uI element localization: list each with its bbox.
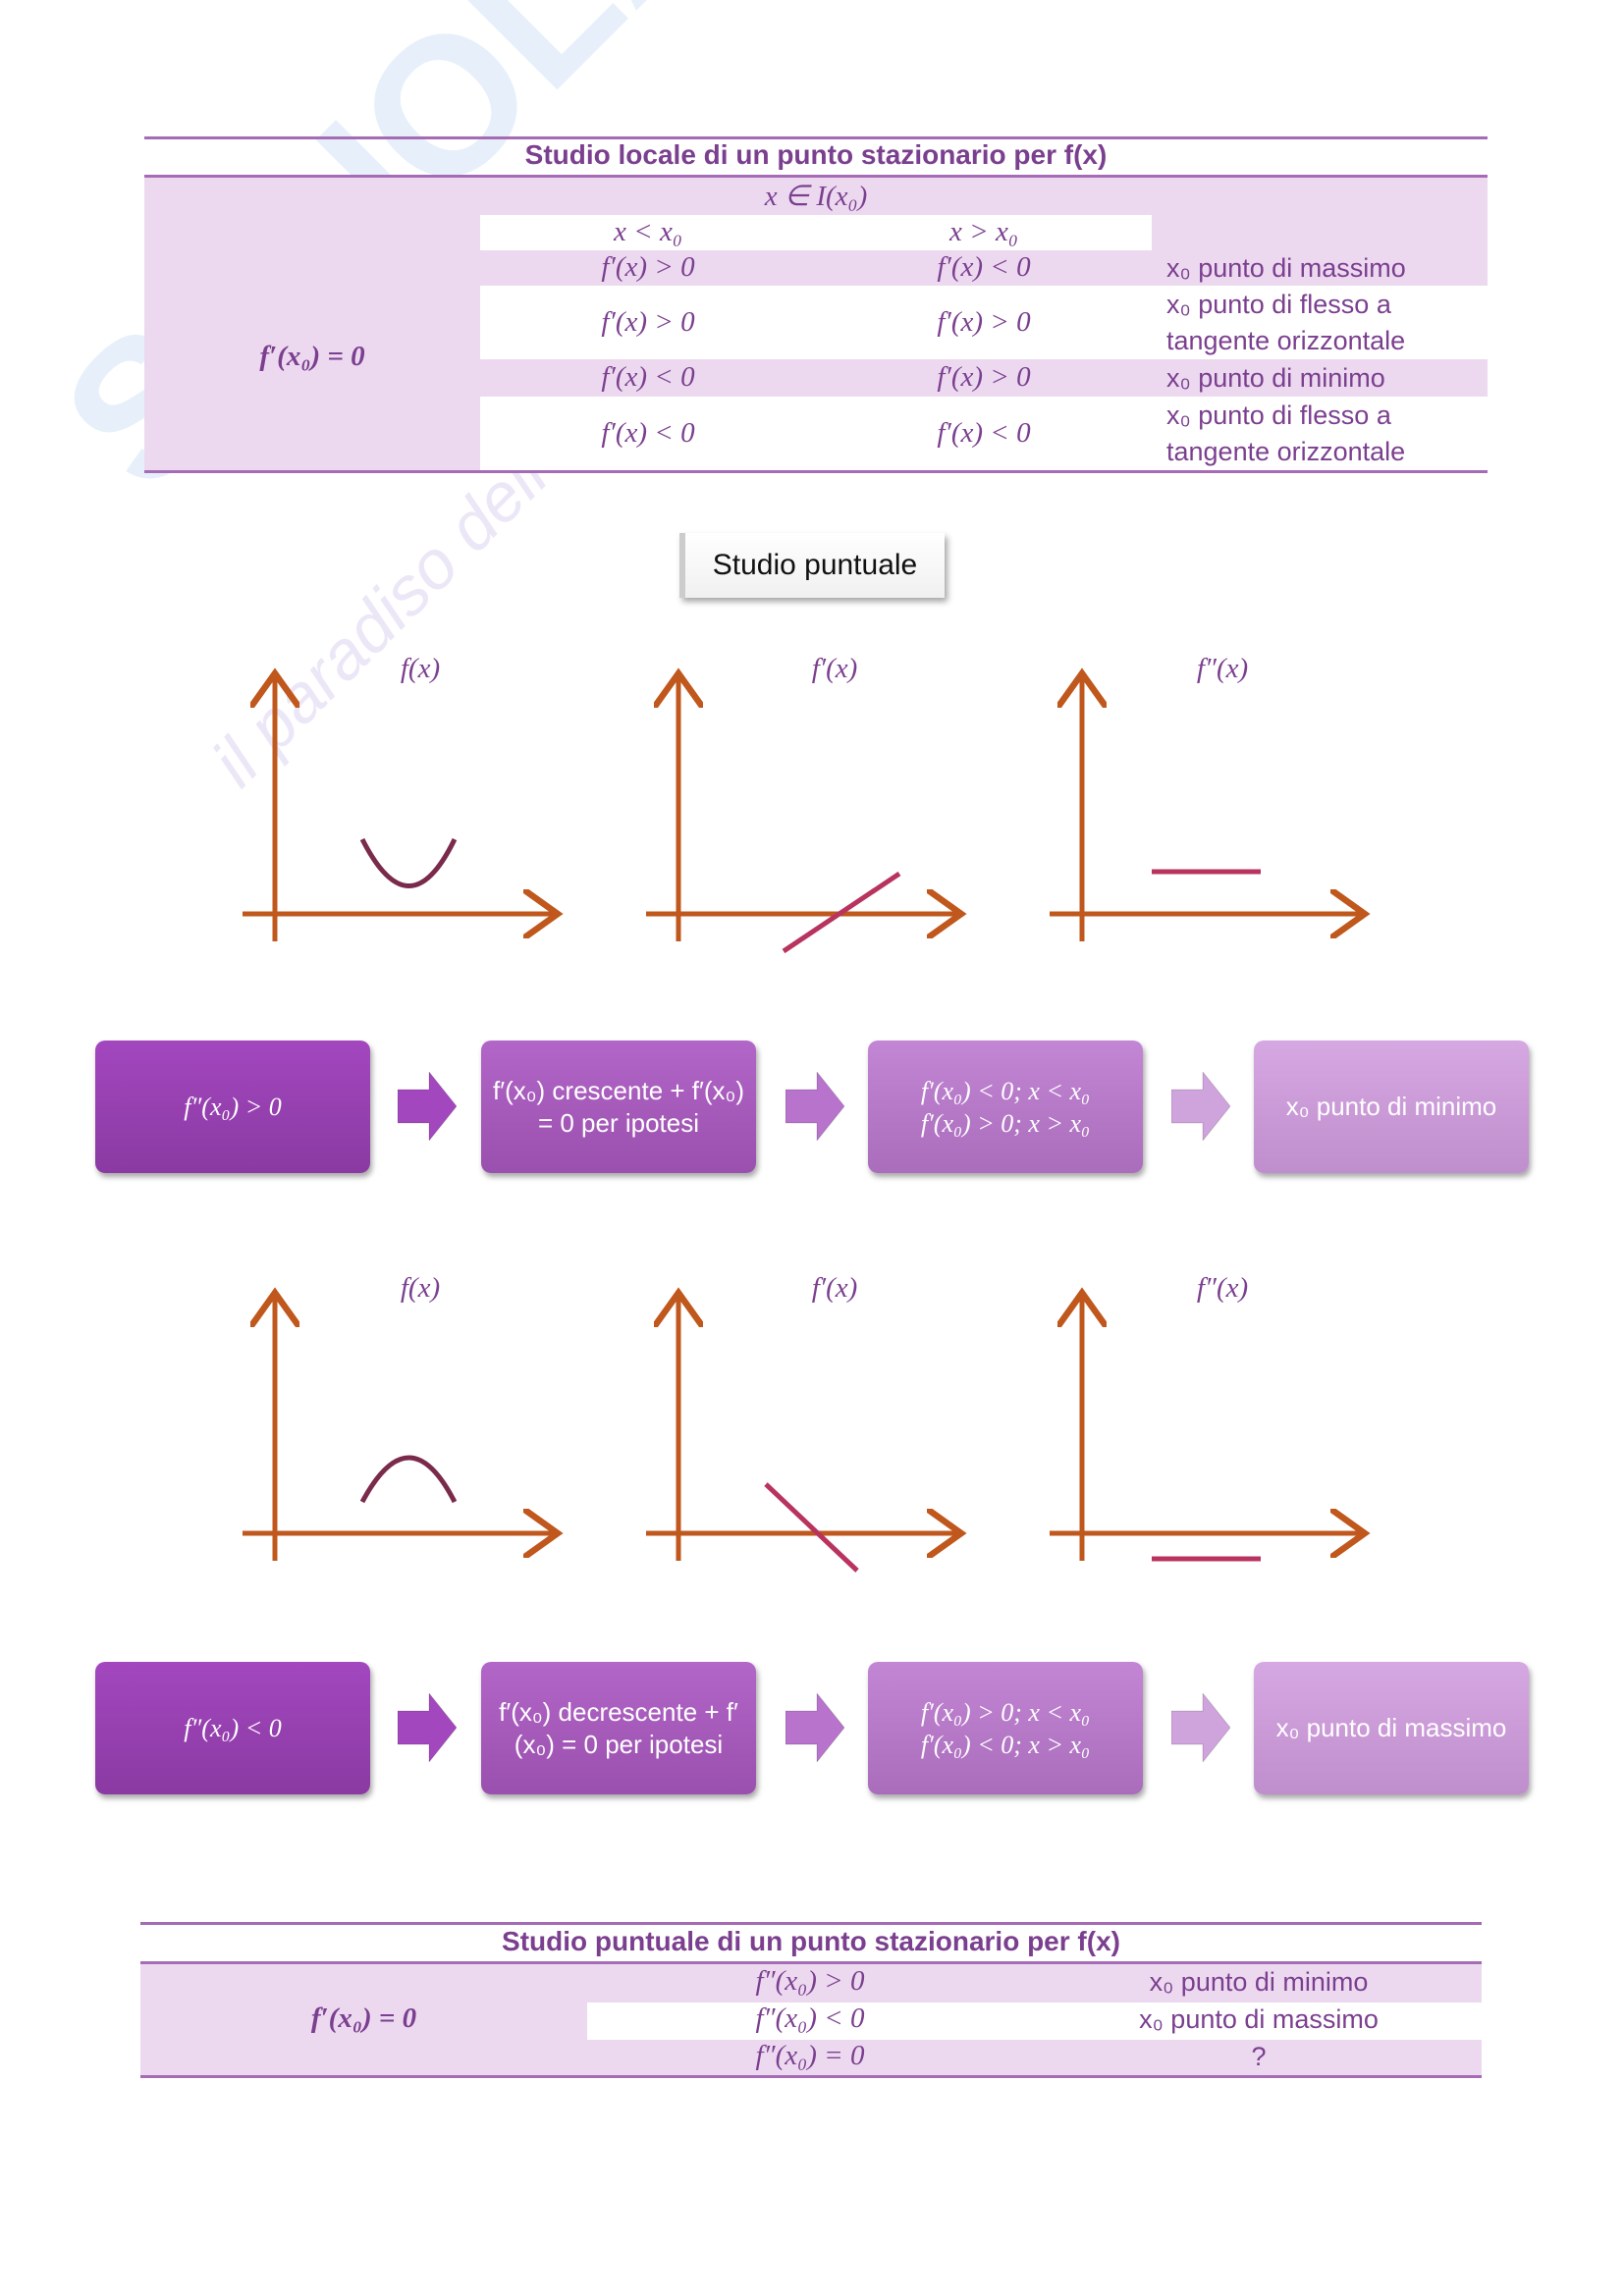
t2-row3-cond: f″(x₀) = 0 (755, 2040, 865, 2071)
flow-min-step4: x₀ punto di minimo (1254, 1041, 1529, 1173)
graph-label-f: f(x) (400, 653, 441, 684)
table2-condition: f′(x₀) = 0 (310, 2002, 417, 2034)
table1-title: Studio locale di un punto stazionario pe… (524, 139, 1108, 170)
fprime-increasing-line (782, 871, 901, 954)
graph-label-f-2: f(x) (400, 1272, 441, 1304)
t2-row1-result: x₀ punto di minimo (1149, 1967, 1369, 1997)
parabola-max-curve (359, 1455, 458, 1504)
graph-label-fsecond: f″(x) (1196, 653, 1249, 684)
arrow-right-icon (785, 1691, 845, 1764)
row2-left: f′(x) > 0 (601, 306, 695, 338)
fprime-decreasing-line (764, 1482, 859, 1573)
parabola-min-curve (359, 837, 458, 888)
flow-min-step3: f′(x₀) < 0; x < x₀ f′(x₀) > 0; x > x₀ (868, 1041, 1143, 1173)
table2-title: Studio puntuale di un punto stazionario … (502, 1926, 1120, 1956)
t2-row3-result: ? (1251, 2042, 1267, 2071)
arrow-right-icon (1170, 1691, 1231, 1764)
flow-max-step1: f″(x₀) < 0 (95, 1662, 370, 1794)
row4-left: f′(x) < 0 (601, 417, 695, 449)
row1-result: x₀ punto di massimo (1166, 253, 1406, 283)
graphs (243, 0, 1624, 1573)
row1-left: f′(x) > 0 (601, 251, 695, 283)
table1-condition: f′(x₀) = 0 (259, 341, 365, 372)
row2-result: x₀ punto di flesso a tangente orizzontal… (1166, 290, 1406, 355)
row4-right: f′(x) < 0 (937, 417, 1031, 449)
t2-row2-cond: f″(x₀) < 0 (755, 2002, 865, 2034)
studio-puntuale-button[interactable]: Studio puntuale (679, 533, 945, 598)
graph-label-fsecond-2: f″(x) (1196, 1272, 1249, 1304)
row3-right: f′(x) > 0 (937, 361, 1031, 393)
row2-right: f′(x) > 0 (937, 306, 1031, 338)
graph-label-fprime-2: f′(x) (811, 1272, 858, 1304)
col-right-header: x > x₀ (949, 216, 1018, 247)
graph-label-fprime: f′(x) (811, 653, 858, 684)
arrow-right-icon (1170, 1070, 1231, 1143)
arrow-right-icon (397, 1070, 458, 1143)
interval-header: x ∈ I(x₀) (764, 181, 868, 212)
t2-row1-cond: f″(x₀) > 0 (755, 1965, 865, 1997)
flow-max-step4: x₀ punto di massimo (1254, 1662, 1529, 1794)
row3-result: x₀ punto di minimo (1166, 363, 1385, 393)
flow-min-step1: f″(x₀) > 0 (95, 1041, 370, 1173)
arrow-right-icon (785, 1070, 845, 1143)
arrow-right-icon (397, 1691, 458, 1764)
flow-min-step2: f′(x₀) crescente + f′(x₀) = 0 per ipotes… (481, 1041, 756, 1173)
flow-max-step3: f′(x₀) > 0; x < x₀ f′(x₀) < 0; x > x₀ (868, 1662, 1143, 1794)
t2-row2-result: x₀ punto di massimo (1139, 2004, 1379, 2034)
row3-left: f′(x) < 0 (601, 361, 695, 393)
col-left-header: x < x₀ (614, 216, 682, 247)
flow-max-step2: f′(x₀) decrescente + f′(x₀) = 0 per ipot… (481, 1662, 756, 1794)
row4-result: x₀ punto di flesso a tangente orizzontal… (1166, 400, 1406, 466)
row1-right: f′(x) < 0 (937, 251, 1031, 283)
